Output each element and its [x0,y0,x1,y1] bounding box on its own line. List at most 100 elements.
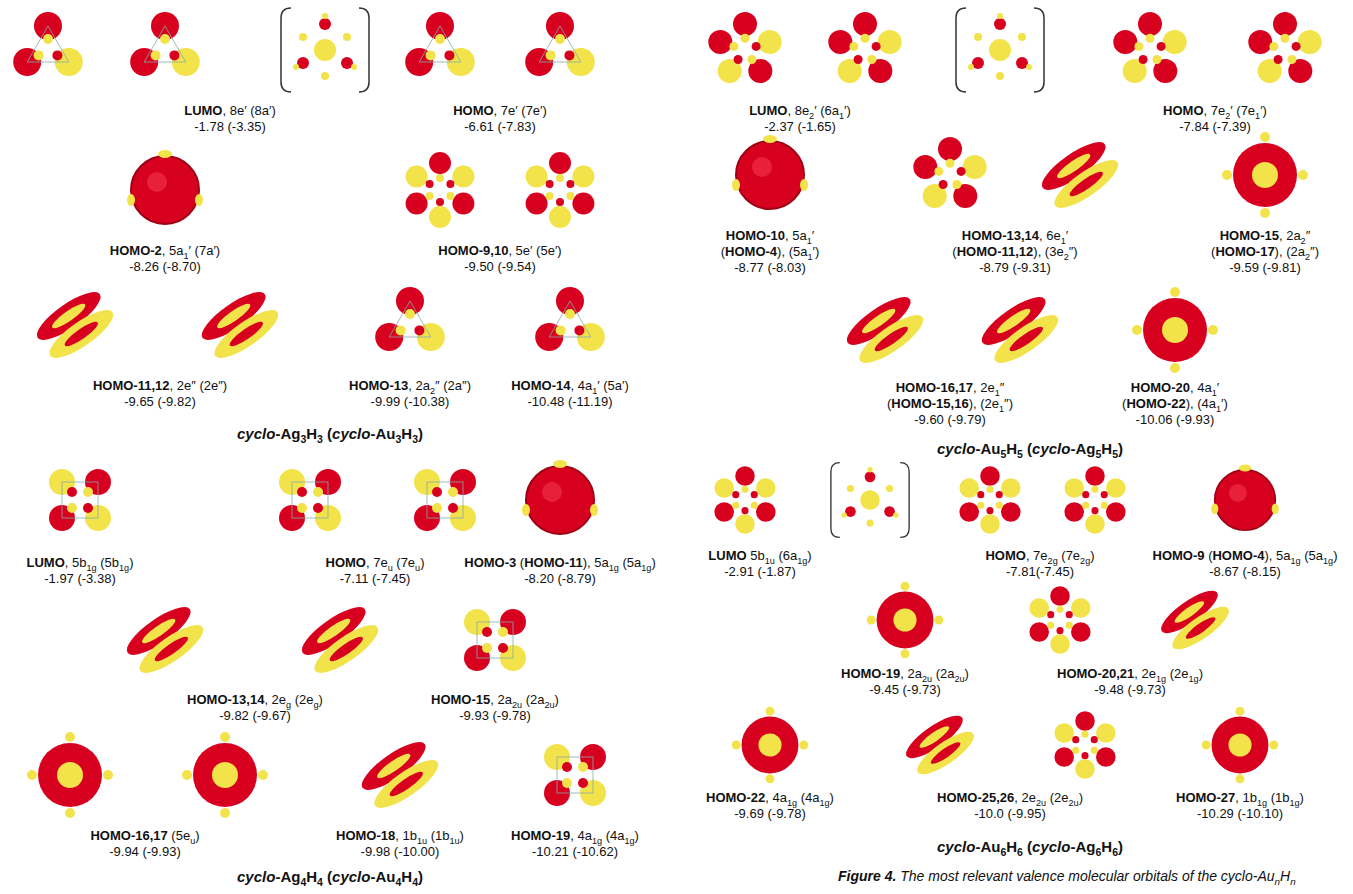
panel-title: cyclo-Au6H6 (cyclo-Ag6H6) [937,838,1123,856]
orbital-symmetry: HOMO, 7e2g (7e2g) [985,548,1094,564]
molecule-name: cyclo-Ag4H4 (cyclo-Au4H4) [237,868,423,886]
orbital-label: HOMO-25,26, 2e2u (2e2u)-10.0 (-9.95) [937,790,1083,822]
orbital-label: HOMO-19, 4a1g (4a1g)-10.21 (-10.62) [511,828,639,860]
orbital-symmetry: HOMO-18, 1b1u (1b1u) [336,828,464,844]
panel-title: cyclo-Ag3H3 (cyclo-Au3H3) [237,425,423,443]
orbital-energy: -9.50 (-9.54) [438,259,561,275]
orbital-label: HOMO-19, 2a2u (2a2u)-9.45 (-9.73) [841,666,969,698]
orbital-symmetry: HOMO-20, 4a1′ [1122,380,1228,396]
orbital-label: HOMO-20,21, 2e1g (2e1g)-9.48 (-9.73) [1057,666,1203,698]
orbital-symmetry: LUMO 5b1u (6a1g) [708,548,811,564]
orbital-symmetry: HOMO-15, 2a2u (2a2u) [431,692,559,708]
orbital-label: HOMO, 7e2′ (7e1′)-7.84 (-7.39) [1163,103,1267,135]
orbital-label: LUMO, 8e′ (8a′)-1.78 (-3.35) [184,103,276,135]
orbital-label: HOMO, 7e′ (7e′)-6.61 (-7.83) [453,103,547,135]
orbital-symmetry: HOMO-27, 1b1g (1b1g) [1176,790,1304,806]
orbital-energy: -7.81(-7.45) [985,564,1094,580]
orbital-label: HOMO-13,14, 2eg (2eg)-9.82 (-9.67) [187,692,323,724]
orbital-energy: -8.79 (-9.31) [952,260,1077,276]
orbital-symmetry: LUMO, 8e2′ (6a1′) [749,103,851,119]
orbital-energy: -8.20 (-8.79) [464,571,655,587]
orbital-label: HOMO-16,17, 2e1″(HOMO-15,16), (2e1″)-9.6… [887,380,1013,428]
orbital-label: HOMO-15, 2a2u (2a2u)-9.93 (-9.78) [431,692,559,724]
orbital-label: HOMO-20, 4a1′(HOMO-22), (4a1′)-10.06 (-9… [1122,380,1228,428]
orbital-symmetry: (HOMO-4), (5a1′) [721,244,820,260]
orbital-symmetry: HOMO-10, 5a1′ [721,228,820,244]
orbital-symmetry: HOMO, 7eu (7eu) [325,555,424,571]
orbital-label: HOMO-3 (HOMO-11), 5a1g (5a1g)-8.20 (-8.7… [464,555,655,587]
orbital-energy: -2.91 (-1.87) [708,564,811,580]
orbital-label: HOMO-13,14, 6e1′(HOMO-11,12), (3e2″)-8.7… [952,228,1077,276]
orbital-label: HOMO-27, 1b1g (1b1g)-10.29 (-10.10) [1176,790,1304,822]
orbital-symmetry: HOMO-3 (HOMO-11), 5a1g (5a1g) [464,555,655,571]
orbital-energy: -9.48 (-9.73) [1057,682,1203,698]
orbital-symmetry: HOMO-16,17 (5eu) [90,828,199,844]
orbital-label: HOMO-22, 4a1g (4a1g)-9.69 (-9.78) [706,790,834,822]
orbital-label: HOMO-15, 2a2″(HOMO-17), (2a2″)-9.59 (-9.… [1211,228,1319,276]
orbital-symmetry: HOMO-2, 5a1′ (7a′) [110,243,220,259]
orbital-label: HOMO-9,10, 5e′ (5e′)-9.50 (-9.54) [438,243,561,275]
orbital-symmetry: HOMO-22, 4a1g (4a1g) [706,790,834,806]
orbital-symmetry: HOMO-16,17, 2e1″ [887,380,1013,396]
orbital-energy: -9.45 (-9.73) [841,682,969,698]
orbital-label: HOMO-14, 4a1′ (5a′)-10.48 (-11.19) [511,378,629,410]
orbital-energy: -1.78 (-3.35) [184,119,276,135]
orbital-symmetry: HOMO-11,12, 2e″ (2e″) [93,378,227,394]
orbital-energy: -7.11 (-7.45) [325,571,424,587]
panel-title: cyclo-Ag4H4 (cyclo-Au4H4) [237,868,423,886]
orbital-energy: -9.94 (-9.93) [90,844,199,860]
orbital-label: HOMO-16,17 (5eu)-9.94 (-9.93) [90,828,199,860]
molecule-name: cyclo-Au6H6 (cyclo-Ag6H6) [937,838,1123,856]
orbital-symmetry: HOMO, 7e′ (7e′) [453,103,547,119]
orbital-energy: -10.48 (-11.19) [511,394,629,410]
orbital-symmetry: (HOMO-11,12), (3e2″) [952,244,1077,260]
orbital-energy: -9.99 (-10.38) [349,394,471,410]
orbital-label: HOMO-2, 5a1′ (7a′)-8.26 (-8.70) [110,243,220,275]
orbital-energy: -2.37 (-1.65) [749,119,851,135]
orbital-energy: -10.06 (-9.93) [1122,412,1228,428]
orbital-energy: -9.82 (-9.67) [187,708,323,724]
orbital-energy: -9.98 (-10.00) [336,844,464,860]
orbital-label: HOMO-13, 2a2″ (2a″)-9.99 (-10.38) [349,378,471,410]
orbital-symmetry: HOMO-19, 2a2u (2a2u) [841,666,969,682]
orbital-energy: -9.60 (-9.79) [887,412,1013,428]
orbital-label: HOMO-18, 1b1u (1b1u)-9.98 (-10.00) [336,828,464,860]
orbital-label: HOMO, 7e2g (7e2g)-7.81(-7.45) [985,548,1094,580]
orbital-symmetry: (HOMO-15,16), (2e1″) [887,396,1013,412]
orbital-label: LUMO, 8e2′ (6a1′)-2.37 (-1.65) [749,103,851,135]
orbital-symmetry: LUMO, 5b1g (5b1g) [27,555,134,571]
orbital-energy: -7.84 (-7.39) [1163,119,1267,135]
orbital-label: LUMO 5b1u (6a1g)-2.91 (-1.87) [708,548,811,580]
orbital-energy: -1.97 (-3.38) [27,571,134,587]
orbital-energy: -10.29 (-10.10) [1176,806,1304,822]
orbital-symmetry: HOMO-19, 4a1g (4a1g) [511,828,639,844]
orbital-energy: -8.26 (-8.70) [110,259,220,275]
orbital-energy: -6.61 (-7.83) [453,119,547,135]
orbital-symmetry: HOMO, 7e2′ (7e1′) [1163,103,1267,119]
orbital-energy: -10.21 (-10.62) [511,844,639,860]
orbital-label: HOMO-9 (HOMO-4), 5a1g (5a1g)-8.67 (-8.15… [1153,548,1338,580]
orbital-symmetry: LUMO, 8e′ (8a′) [184,103,276,119]
molecule-name: cyclo-Ag3H3 (cyclo-Au3H3) [237,425,423,443]
panel-title: cyclo-Au5H5 (cyclo-Ag5H5) [937,440,1123,458]
orbital-symmetry: HOMO-9,10, 5e′ (5e′) [438,243,561,259]
orbital-energy: -9.65 (-9.82) [93,394,227,410]
orbital-label: HOMO, 7eu (7eu)-7.11 (-7.45) [325,555,424,587]
orbital-symmetry: HOMO-14, 4a1′ (5a′) [511,378,629,394]
orbital-energy: -9.59 (-9.81) [1211,260,1319,276]
orbital-energy: -8.67 (-8.15) [1153,564,1338,580]
orbital-energy: -10.0 (-9.95) [937,806,1083,822]
orbital-symmetry: HOMO-15, 2a2″ [1211,228,1319,244]
orbital-symmetry: (HOMO-22), (4a1′) [1122,396,1228,412]
molecule-name: cyclo-Au5H5 (cyclo-Ag5H5) [937,440,1123,458]
orbital-label: HOMO-10, 5a1′(HOMO-4), (5a1′)-8.77 (-8.0… [721,228,820,276]
orbital-energy: -8.77 (-8.03) [721,260,820,276]
orbital-energy: -9.69 (-9.78) [706,806,834,822]
orbital-label: LUMO, 5b1g (5b1g)-1.97 (-3.38) [27,555,134,587]
orbital-symmetry: HOMO-13,14, 6e1′ [952,228,1077,244]
orbital-energy: -9.93 (-9.78) [431,708,559,724]
orbital-symmetry: HOMO-13, 2a2″ (2a″) [349,378,471,394]
orbital-label: HOMO-11,12, 2e″ (2e″)-9.65 (-9.82) [93,378,227,410]
figure-caption: Figure 4. The most relevant valence mole… [838,868,1296,884]
